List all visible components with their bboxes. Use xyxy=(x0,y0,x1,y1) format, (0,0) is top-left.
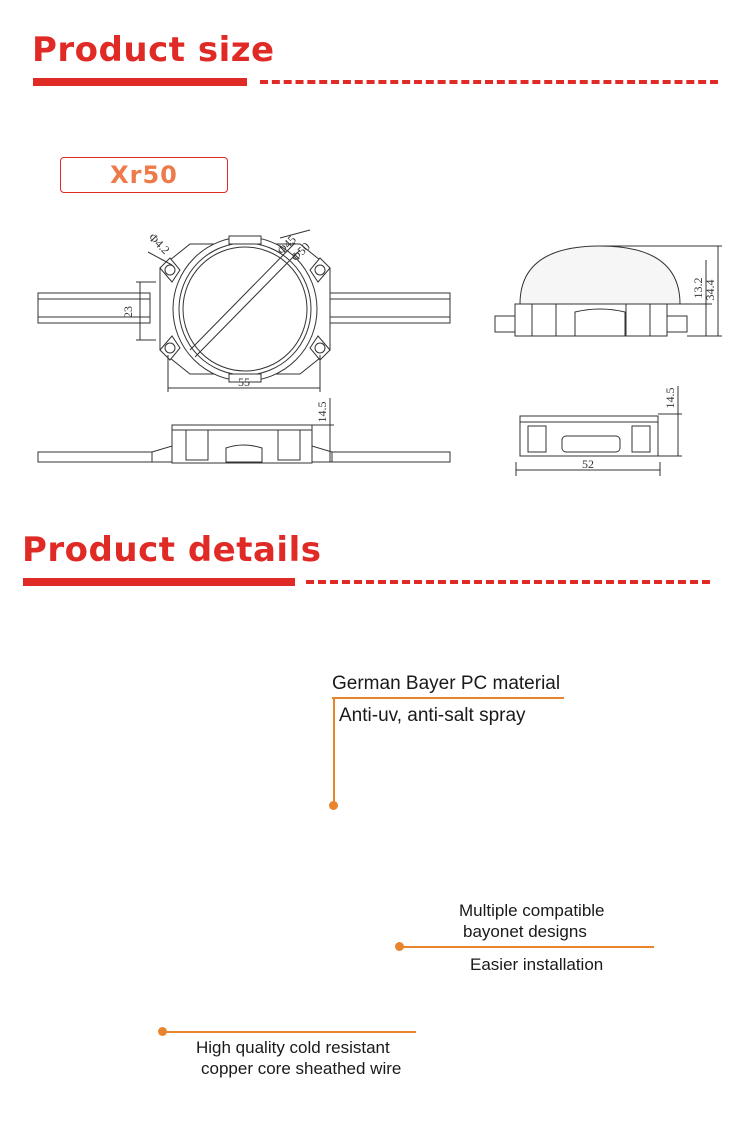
callout-wire-hline xyxy=(162,1031,416,1033)
dim-width-top: 55 xyxy=(238,375,250,389)
top-view-strip xyxy=(37,292,451,324)
model-label: Xr50 xyxy=(60,157,228,193)
callout-bayonet-desc: Easier installation xyxy=(470,955,604,974)
callout-bayonet-line1: Multiple compatible xyxy=(459,901,605,920)
product-details-underline xyxy=(23,578,295,586)
front-view xyxy=(37,398,451,464)
top-view-body xyxy=(136,229,331,392)
callout-material-desc: Anti-uv, anti-salt spray xyxy=(339,705,526,726)
callout-material-vline xyxy=(333,697,335,805)
dim-total-height: 34.4 xyxy=(703,280,717,301)
callout-wire-line1: High quality cold resistant xyxy=(196,1038,390,1057)
product-size-title: Product size xyxy=(32,30,275,70)
product-size-underline xyxy=(33,78,247,86)
product-details-title: Product details xyxy=(22,530,322,570)
side-view-dome xyxy=(494,245,722,337)
callout-bayonet-dot xyxy=(395,942,404,951)
dim-base-width: 52 xyxy=(582,457,594,471)
dim-base-height-right: 14.5 xyxy=(663,388,677,409)
callout-material-title: German Bayer PC material xyxy=(332,673,561,694)
end-view xyxy=(515,386,682,476)
callout-material-dot xyxy=(329,801,338,810)
product-size-dashed-line xyxy=(260,80,718,84)
callout-material-hline xyxy=(332,697,564,699)
technical-drawings: Φ4.2 Φ45 Φ50 23 55 13.2 34.4 14.5 14.5 5… xyxy=(37,229,722,476)
dim-height-top: 23 xyxy=(121,306,135,318)
callout-bayonet-line2: bayonet designs xyxy=(463,922,587,941)
dim-base-height-left: 14.5 xyxy=(315,402,329,423)
dim-lens-height: 13.2 xyxy=(691,278,705,299)
callout-wire-line2: copper core sheathed wire xyxy=(201,1059,402,1078)
callout-bayonet-hline xyxy=(400,946,654,948)
product-details-dashed-line xyxy=(306,580,710,584)
